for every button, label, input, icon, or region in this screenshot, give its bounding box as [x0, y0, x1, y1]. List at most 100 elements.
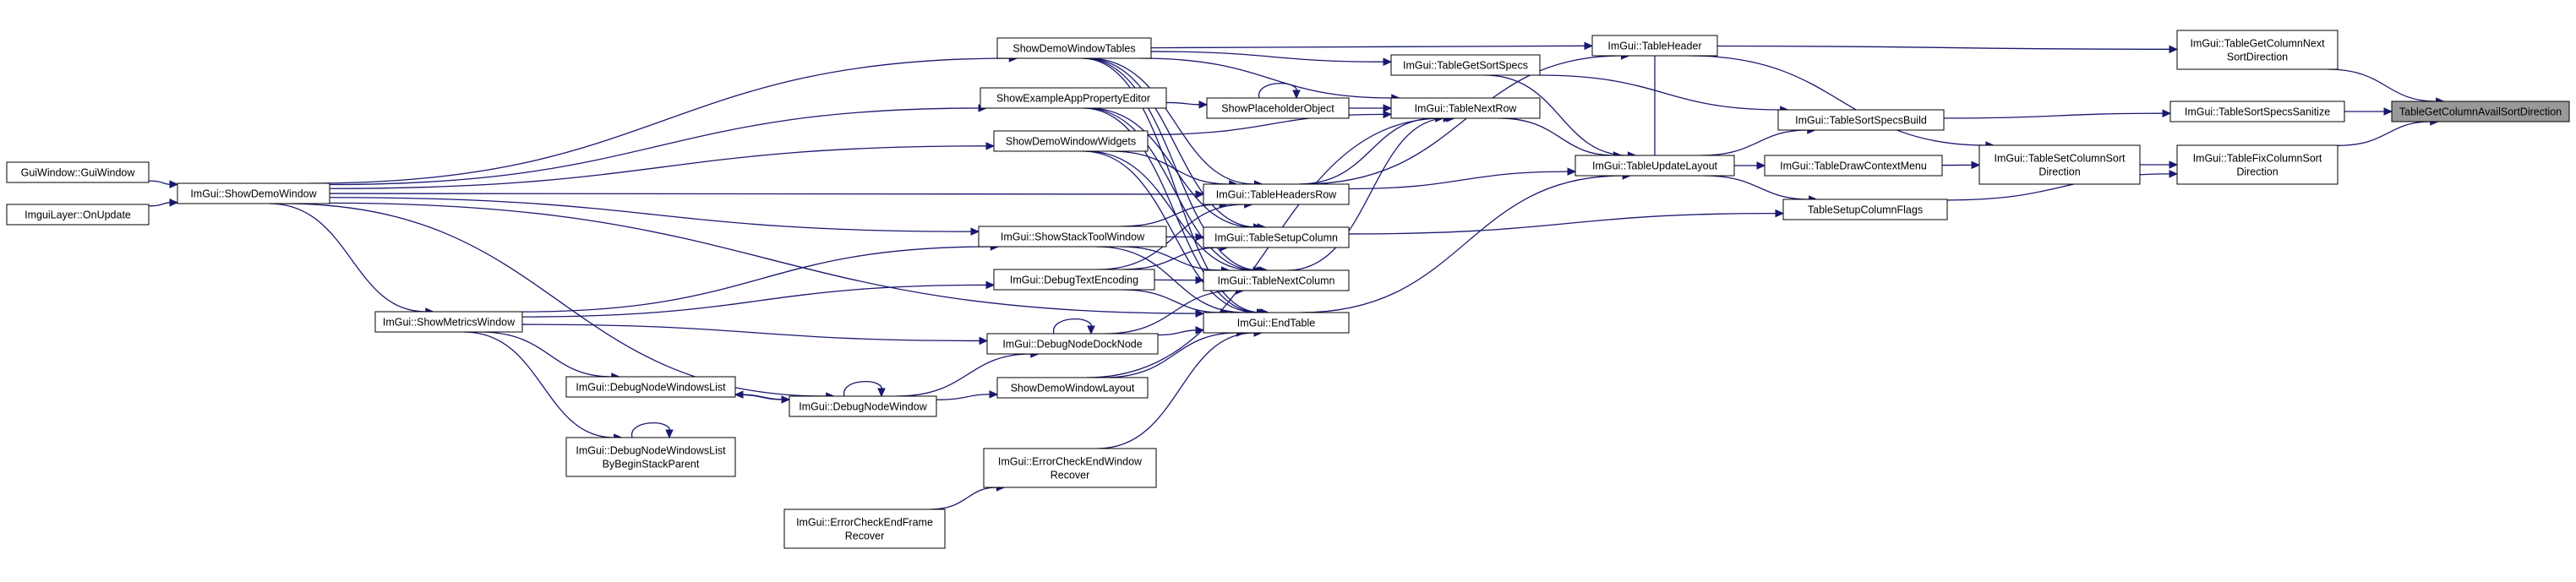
edge-tablesortspecssanitize-to-tablegetcolumnavailsortdir: [2344, 107, 2393, 116]
node-tablenextcolumn[interactable]: ImGui::TableNextColumn: [1203, 269, 1350, 291]
node-tablesortspecssanitize[interactable]: ImGui::TableSortSpecsSanitize: [2169, 101, 2345, 122]
node-box[interactable]: [1203, 269, 1350, 291]
node-box[interactable]: [1575, 155, 1735, 177]
arrowhead-icon: [1567, 167, 1577, 176]
node-showdemowidgets[interactable]: ShowDemoWindowWidgets: [993, 130, 1149, 152]
node-guiwindow[interactable]: GuiWindow::GuiWindow: [6, 161, 150, 183]
node-box[interactable]: [993, 269, 1155, 291]
edge-showplaceholder-to-tablenextrow: [1348, 104, 1393, 112]
edge-line: [1082, 150, 1258, 313]
node-label: Direction: [2038, 166, 2080, 178]
node-tableheader[interactable]: ImGui::TableHeader: [1591, 35, 1718, 57]
edge-tableupdatelayout-to-tablesetupcolumnflags: [1703, 175, 1818, 204]
node-box[interactable]: [996, 37, 1152, 59]
node-box[interactable]: [1390, 97, 1541, 119]
node-box[interactable]: [177, 182, 330, 204]
arrowhead-icon: [1195, 326, 1205, 335]
node-box[interactable]: [978, 226, 1167, 247]
node-box[interactable]: [374, 311, 523, 333]
node-box[interactable]: [1203, 183, 1350, 205]
node-tabledrawcontextmenu[interactable]: ImGui::TableDrawContextMenu: [1764, 155, 1943, 177]
node-showplaceholder[interactable]: ShowPlaceholderObject: [1206, 97, 1350, 119]
node-tablegetcolumnavailsortdir[interactable]: TableGetColumnAvailSortDirection: [2391, 101, 2570, 122]
edge-line: [1258, 83, 1297, 99]
node-label: ImGui::DebugNodeWindow: [799, 401, 927, 413]
edge-line: [1121, 204, 1220, 227]
node-box[interactable]: [993, 130, 1149, 152]
node-box[interactable]: [996, 377, 1149, 399]
node-box[interactable]: [6, 161, 150, 183]
node-box[interactable]: [789, 395, 937, 417]
edge-tableheader-to-tablesetcolumnsortdir: [1689, 55, 1995, 150]
edge-line: [1157, 329, 1197, 336]
node-showmetrics[interactable]: ImGui::ShowMetricsWindow: [374, 311, 523, 333]
edge-line: [463, 331, 614, 438]
node-tablesortspecsbuild[interactable]: ImGui::TableSortSpecsBuild: [1777, 109, 1945, 131]
node-label: ImGui::TableHeadersRow: [1216, 189, 1337, 201]
node-box[interactable]: [1978, 144, 2141, 185]
node-box[interactable]: [986, 333, 1159, 355]
node-box[interactable]: [1782, 199, 1948, 220]
node-box[interactable]: [980, 87, 1167, 109]
node-label: ImGui::TableSortSpecsBuild: [1795, 115, 1927, 127]
arrowhead-icon: [985, 142, 996, 150]
node-box[interactable]: [983, 448, 1157, 488]
edge-line: [310, 57, 1010, 184]
edge-showdemowindow-to-showdemowidgets: [329, 142, 996, 189]
node-box[interactable]: [1764, 155, 1943, 177]
node-showdemowindow[interactable]: ImGui::ShowDemoWindow: [177, 182, 330, 204]
edge-line: [1689, 55, 1986, 146]
node-showappprop[interactable]: ShowExampleAppPropertyEditor: [980, 87, 1167, 109]
node-box[interactable]: [1777, 109, 1945, 131]
node-box[interactable]: [6, 204, 150, 226]
node-label: ImGui::TableUpdateLayout: [1592, 160, 1718, 172]
node-box[interactable]: [1203, 226, 1350, 248]
node-showdemolayout[interactable]: ShowDemoWindowLayout: [996, 377, 1149, 399]
node-dbgwinlistbegin[interactable]: ImGui::DebugNodeWindowsListByBeginStackP…: [565, 437, 736, 477]
node-dbgwinlist[interactable]: ImGui::DebugNodeWindowsList: [565, 376, 736, 398]
node-tablegetsortspecs[interactable]: ImGui::TableGetSortSpecs: [1390, 54, 1541, 76]
node-box[interactable]: [2169, 101, 2345, 122]
node-box[interactable]: [1591, 35, 1718, 57]
node-showstacktool[interactable]: ImGui::ShowStackToolWindow: [978, 226, 1167, 247]
node-label: ImGui::ShowStackToolWindow: [1001, 231, 1145, 243]
node-tableupdatelayout[interactable]: ImGui::TableUpdateLayout: [1575, 155, 1735, 177]
node-dbgnodewindow[interactable]: ImGui::DebugNodeWindow: [789, 395, 937, 417]
node-box[interactable]: [783, 509, 946, 549]
node-tablesetupcolumn[interactable]: ImGui::TableSetupColumn: [1203, 226, 1350, 248]
node-dbgdocknode[interactable]: ImGui::DebugNodeDockNode: [986, 333, 1159, 355]
arrowhead-icon: [2169, 45, 2179, 54]
node-dbgtextenc[interactable]: ImGui::DebugTextEncoding: [993, 269, 1155, 291]
node-showdemotables[interactable]: ShowDemoWindowTables: [996, 37, 1152, 59]
edge-line: [1122, 289, 1221, 313]
node-box[interactable]: [1390, 54, 1541, 76]
node-box[interactable]: [2391, 101, 2570, 122]
node-tablesetupcolumnflags[interactable]: TableSetupColumnFlags: [1782, 199, 1948, 220]
node-box[interactable]: [565, 376, 736, 398]
node-label: GuiWindow::GuiWindow: [21, 167, 136, 179]
node-box[interactable]: [2176, 30, 2339, 70]
node-label: Recover: [1051, 470, 1090, 481]
arrowhead-icon: [1775, 209, 1785, 218]
edge-line: [1348, 212, 1776, 235]
node-imguilayer[interactable]: ImguiLayer::OnUpdate: [6, 204, 150, 226]
node-box[interactable]: [565, 437, 736, 477]
edges-layer: [148, 41, 2445, 510]
edge-line: [1110, 150, 1230, 185]
node-box[interactable]: [1203, 312, 1350, 334]
node-tableheadersrow[interactable]: ImGui::TableHeadersRow: [1203, 183, 1350, 205]
edge-tableupdatelayout-to-tabledrawcontextmenu: [1734, 161, 1766, 170]
node-label: ImGui::TableFixColumnSort: [2193, 153, 2322, 165]
node-tablenextrow[interactable]: ImGui::TableNextRow: [1390, 97, 1541, 119]
edge-line: [521, 246, 991, 313]
node-box[interactable]: [1206, 97, 1350, 119]
node-endtable[interactable]: ImGui::EndTable: [1203, 312, 1350, 334]
edge-line: [480, 331, 612, 378]
edge-line: [329, 107, 979, 186]
node-box[interactable]: [2176, 144, 2339, 185]
